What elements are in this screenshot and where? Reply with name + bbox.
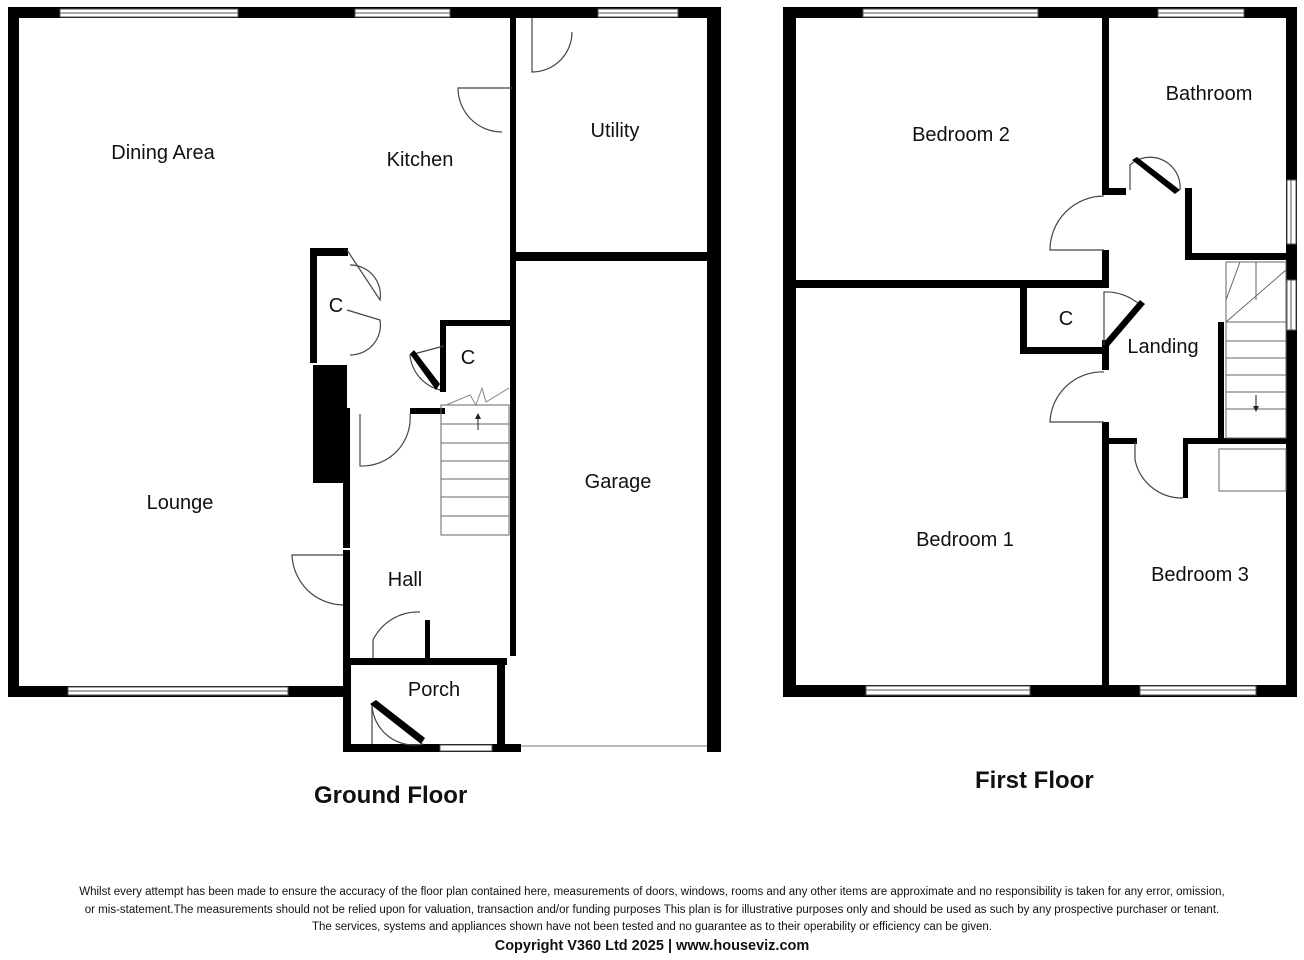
room-label-garage: Garage — [585, 471, 652, 493]
first-floor-door-leaves — [1104, 157, 1180, 346]
copyright-notice: Copyright V360 Ltd 2025 | www.houseviz.c… — [494, 937, 810, 954]
ground-floor-door-leaves — [370, 350, 440, 744]
first-floor-title: First Floor — [975, 767, 1094, 794]
disclaimer: Whilst every attempt has been made to en… — [0, 884, 1304, 955]
room-label-bathroom: Bathroom — [1166, 83, 1253, 105]
first-floor-stairs — [1218, 261, 1287, 492]
ground-floor-title: Ground Floor — [314, 782, 468, 809]
ground-floor-plan: Dining Area Kitchen Utility C C Lounge G… — [8, 7, 721, 752]
room-label-bedroom-3: Bedroom 3 — [1151, 564, 1249, 586]
ground-stairs — [440, 386, 510, 536]
garage-door-opening — [521, 744, 707, 752]
room-label-lounge: Lounge — [147, 492, 214, 514]
room-label-utility: Utility — [591, 120, 640, 142]
room-label-cupboard-2: C — [461, 347, 475, 369]
disclaimer-line-1: Whilst every attempt has been made to en… — [79, 886, 1225, 898]
room-label-landing: Landing — [1127, 336, 1198, 358]
room-label-dining-area: Dining Area — [111, 142, 215, 164]
first-floor-windows — [862, 8, 1297, 696]
disclaimer-line-2: or mis-statement.The measurements should… — [84, 903, 1220, 916]
ground-floor-doors — [291, 18, 573, 746]
room-label-cupboard-1: C — [329, 295, 343, 317]
room-label-bedroom-1: Bedroom 1 — [916, 529, 1014, 551]
room-label-kitchen: Kitchen — [387, 149, 454, 171]
ground-floor-walls — [8, 7, 721, 752]
disclaimer-line-3: The services, systems and appliances sho… — [312, 921, 992, 933]
first-floor-walls — [783, 7, 1297, 697]
room-label-hall: Hall — [388, 569, 422, 591]
room-label-cupboard-first-floor: C — [1059, 308, 1073, 330]
room-label-bedroom-2: Bedroom 2 — [912, 124, 1010, 146]
ground-floor-windows — [59, 8, 679, 752]
first-floor-plan: Bedroom 2 Bathroom C Landing Bedroom 1 B… — [783, 7, 1297, 697]
first-floor-doors — [1049, 156, 1184, 499]
room-label-porch: Porch — [408, 679, 460, 701]
